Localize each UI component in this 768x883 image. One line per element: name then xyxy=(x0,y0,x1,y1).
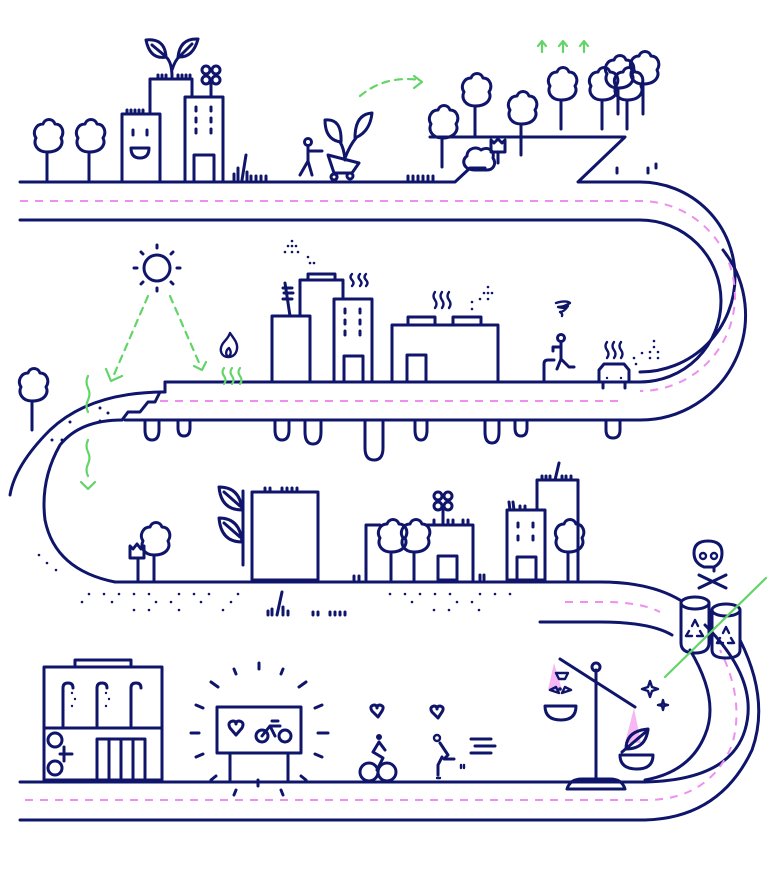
skater-icon xyxy=(429,704,497,780)
grass-icon xyxy=(615,162,658,175)
heat-waves-icon xyxy=(221,366,243,386)
tree-icon xyxy=(376,518,432,582)
fire-icon xyxy=(219,331,239,359)
plant-icon xyxy=(144,37,200,79)
growth-arrows xyxy=(536,39,590,54)
antenna-building-icon xyxy=(270,281,312,384)
radioactive-barrel-icon xyxy=(679,595,711,655)
strike-line xyxy=(663,576,768,679)
climbing-plant-icon xyxy=(217,485,245,567)
melting-drips xyxy=(143,418,622,462)
tall-building-icon xyxy=(298,272,345,318)
tall-building-icon xyxy=(535,461,580,582)
pollution-dots xyxy=(50,406,110,442)
sun-icon xyxy=(132,243,182,293)
cyclist-icon xyxy=(358,703,398,783)
grass-icon xyxy=(352,574,361,582)
tall-building-icon xyxy=(148,73,194,116)
elderly-person-icon xyxy=(542,300,576,382)
office-building-icon xyxy=(183,95,225,184)
sunlight-ray xyxy=(111,294,150,379)
smoke-icon xyxy=(349,272,369,288)
arrowhead xyxy=(79,480,97,491)
flower-icon xyxy=(200,64,222,99)
factory-icon xyxy=(390,290,500,384)
winding-road xyxy=(8,135,761,822)
car-exhaust-icon xyxy=(597,339,660,390)
grass-icon xyxy=(266,590,347,617)
arrowhead xyxy=(192,360,208,372)
pollution-dots xyxy=(470,285,494,311)
skull-icon xyxy=(692,539,728,590)
grass-icon xyxy=(406,174,435,182)
wheelbarrow-person-icon xyxy=(298,137,361,182)
scale-icon xyxy=(543,657,670,791)
tree-icon xyxy=(128,521,172,582)
forest-icon xyxy=(427,50,661,172)
office-building-icon xyxy=(332,297,374,384)
radioactive-barrel-icon xyxy=(710,602,742,660)
plant-icon xyxy=(323,111,374,162)
smiling-building-icon xyxy=(120,108,162,184)
grass-icon xyxy=(232,153,268,182)
growth-arrow xyxy=(358,77,422,98)
tree-icon xyxy=(17,367,50,432)
ground-dots xyxy=(37,553,512,612)
heat-waves-icon xyxy=(85,374,91,478)
shower-building-icon xyxy=(42,658,164,782)
arrowhead xyxy=(412,74,424,90)
tree-icon xyxy=(553,518,586,582)
tree-icon xyxy=(32,118,65,182)
rooftop-garden-building-icon xyxy=(364,490,486,582)
sunlight-ray xyxy=(168,294,202,367)
tree-icon xyxy=(74,118,107,182)
pollution-dots xyxy=(283,239,316,265)
bike-billboard-icon xyxy=(189,661,330,797)
office-building-icon xyxy=(505,500,547,582)
rooftop-garden-building-icon xyxy=(250,486,320,582)
arrowhead xyxy=(104,367,124,383)
